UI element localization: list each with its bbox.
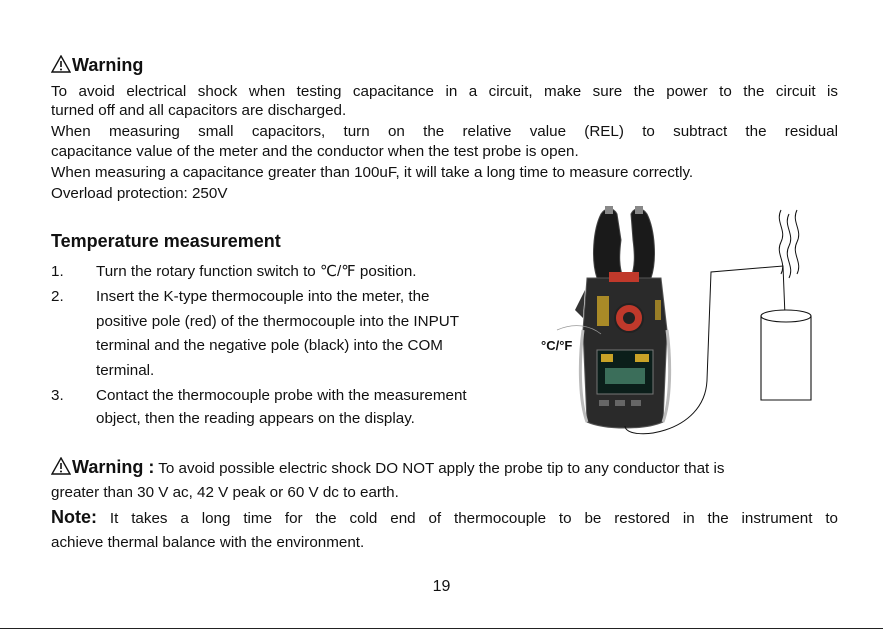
thermocouple-figure: °C/°F — [541, 206, 812, 435]
step-line: Turn the rotary function switch to ℃/℉ p… — [96, 263, 417, 280]
warning-line: To avoid electrical shock when testing c… — [51, 83, 838, 100]
note-text: It takes a long time for the cold end of… — [109, 510, 838, 527]
warning-line: Overload protection: 250V — [51, 185, 228, 202]
warning-line: When measuring a capacitance greater tha… — [51, 164, 694, 181]
step-line: terminal and the negative pole (black) i… — [96, 337, 443, 354]
temperature-unit-label: °C/°F — [541, 338, 572, 353]
step-line: object, then the reading appears on the … — [96, 410, 415, 427]
warning-triangle-icon — [51, 55, 71, 73]
warning-line: turned off and all capacitors are discha… — [51, 102, 347, 119]
step-line: Insert the K-type thermocouple into the … — [96, 288, 430, 305]
step-number: 2. — [51, 288, 64, 305]
warning-text: greater than 30 V ac, 42 V peak or 60 V … — [51, 484, 399, 501]
warning-triangle-icon — [51, 457, 71, 475]
heat-wave — [778, 209, 784, 275]
heat-wave — [786, 213, 792, 279]
note-text: achieve thermal balance with the environ… — [51, 534, 365, 551]
note-title: Note: — [51, 507, 97, 527]
warning-paragraph: Warning : To avoid possible electric sho… — [51, 456, 724, 480]
step-line: terminal. — [96, 362, 155, 379]
page-number: 19 — [432, 578, 451, 595]
step-line: Contact the thermocouple probe with the … — [96, 387, 467, 404]
heat-wave — [794, 209, 800, 275]
section-heading: Temperature measurement — [51, 231, 281, 251]
warning-line: When measuring small capacitors, turn on… — [51, 123, 838, 140]
warning-heading: Warning — [51, 55, 143, 75]
warning-heading: Warning : — [51, 457, 154, 477]
warning-title: Warning — [72, 55, 144, 75]
warning-title: Warning : — [72, 457, 155, 477]
clamp-jaw-left — [593, 208, 624, 279]
footer-rule — [0, 628, 883, 629]
warning-text: To avoid possible electric shock DO NOT … — [158, 460, 725, 477]
note-paragraph: Note: It takes a long time for the cold … — [51, 506, 838, 530]
clamp-jaw-right — [630, 208, 655, 279]
step-number: 3. — [51, 387, 64, 404]
step-line: positive pole (red) of the thermocouple … — [96, 313, 459, 330]
warning-line: capacitance value of the meter and the c… — [51, 143, 579, 160]
thermocouple-wire — [624, 265, 786, 435]
step-number: 1. — [51, 263, 64, 280]
container — [760, 316, 812, 401]
